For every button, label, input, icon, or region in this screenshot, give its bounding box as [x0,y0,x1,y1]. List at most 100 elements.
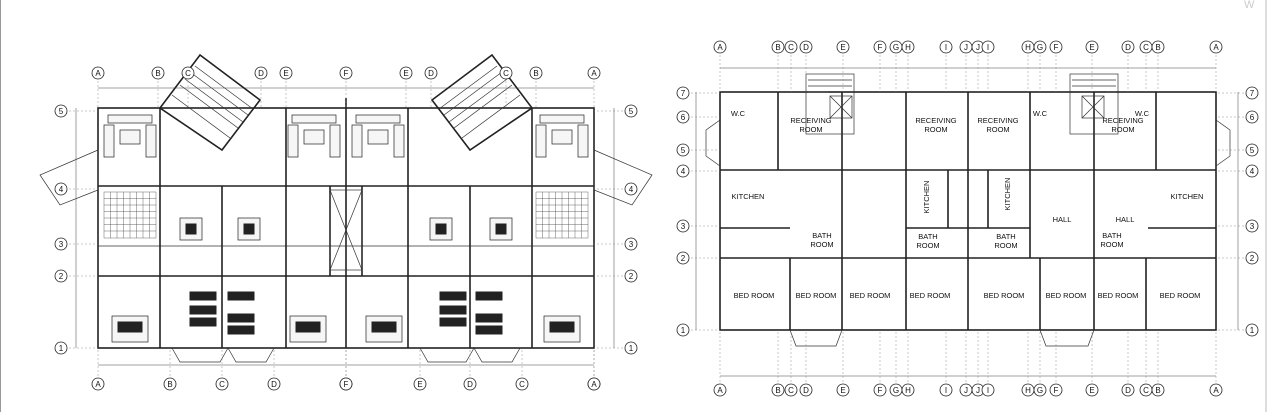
grid-bubble-top-2-label: B [775,43,780,52]
grid-bubble-top-10-label: B [533,69,538,78]
grid-bubble-right-row-2-label: 2 [629,272,634,281]
grid-bubble-bottom-3 [215,377,229,391]
grid-bubble-top-15-label: F [1054,43,1059,52]
grid-bubble-top-2 [771,40,785,54]
grid-bubble-right-row-6-label: 6 [1250,113,1255,122]
grid-bubble-bottom-13-label: H [1025,386,1031,395]
grid-bubble-right-row-1-label: 1 [1250,326,1255,335]
grid-bubble-bottom-11 [587,377,601,391]
grid-bubble-top-11 [587,66,601,80]
grid-bubble-bottom-2-label: B [775,386,780,395]
grid-bubble-bottom-6-label: F [878,386,883,395]
right-stair-wing [430,53,534,152]
grid-bubble-top-19-label: B [1155,43,1160,52]
room-wc-left: W.C [731,109,746,118]
grid-bubble-bottom-9-label: C [519,380,525,389]
grid-bubble-right-row-2 [1245,251,1259,265]
grid-bubble-top-10-label: J [964,43,968,52]
grid-bubble-bottom-10-label: J [964,386,968,395]
grid-bubble-bottom-16 [1085,383,1099,397]
grid-bubble-top-17-label: D [1125,43,1131,52]
room-kitchen-right: KITCHEN [1171,192,1204,201]
room-wc-mid: W.C [1033,109,1048,118]
grid-bubble-bottom-17-label: D [1125,386,1131,395]
grid-bubble-left-row-3 [54,237,68,251]
room-hall-2: HALL [1116,215,1135,224]
grid-bubble-left-row-1 [676,323,690,337]
grid-bubble-bottom-7-label: E [417,380,422,389]
wardrobes [189,291,503,335]
grid-bubble-bottom-8-label: D [467,380,473,389]
grid-bubble-right-row-3-label: 3 [629,240,634,249]
grid-bubble-top-6 [873,40,887,54]
grid-bubble-bottom-2-label: B [167,380,172,389]
grid-bubble-left-row-4 [676,164,690,178]
grid-bubble-bottom-1-label: A [95,380,101,389]
bay-bottom-1 [789,329,843,347]
grid-bubble-bottom-6-label: F [344,380,349,389]
grid-bubble-left-row-2 [676,251,690,265]
grid-bubble-left-row-1-label: 1 [681,326,686,335]
grid-bubble-left-row-3 [676,219,690,233]
room-hall-1: HALL [1053,215,1072,224]
grid-bubble-top-5-label: E [840,43,845,52]
room-bed-4: BED ROOM [910,291,951,300]
grid-bubble-top-15 [1049,40,1063,54]
grid-bubble-right-row-4-label: 4 [1250,167,1255,176]
grid-bubble-bottom-1 [713,383,727,397]
grid-bubble-bottom-6 [339,377,353,391]
grid-bubble-bottom-17 [1121,383,1135,397]
grid-bubble-bottom-11-label: J [976,386,980,395]
grid-bubble-bottom-7-label: G [893,386,899,395]
grid-bubble-top-20-label: A [1213,43,1219,52]
room-bed-1: BED ROOM [734,291,775,300]
grid-bubble-top-16-label: E [1089,43,1094,52]
grid-bubble-left-row-4-label: 4 [681,167,686,176]
balcony-1 [171,347,229,363]
grid-bubble-top-3-label: C [788,43,794,52]
grid-bubble-top-2-label: B [155,69,160,78]
grid-bubble-left-row-6 [676,110,690,124]
balcony-4 [473,347,521,363]
grid-bubble-top-11-label: A [591,69,597,78]
grid-bubble-bottom-2 [771,383,785,397]
room-bed-3: BED ROOM [850,291,891,300]
sofa-set-2 [287,114,341,158]
grid-bubble-top-7-label: G [893,43,899,52]
grid-bubble-bottom-6 [873,383,887,397]
lift-shaft [329,189,363,271]
grid-bubble-bottom-3-label: C [788,386,794,395]
grid-bubble-top-4 [799,40,813,54]
bay-right-1 [1215,119,1231,167]
grid-bubble-left-row-2-label: 2 [681,254,686,263]
grid-bubble-top-5-label: E [283,69,288,78]
grid-bubble-right-row-3 [624,237,638,251]
grid-bubble-top-9 [939,40,953,54]
grid-bubble-top-13-label: H [1025,43,1031,52]
grid-bubble-bottom-1 [91,377,105,391]
grid-bubble-top-8 [901,40,915,54]
room-wc-right: W.C [1135,109,1150,118]
grid-bubble-bottom-20-label: A [1213,386,1219,395]
grid-bubble-bottom-19-label: B [1155,386,1160,395]
grid-bubble-top-3 [784,40,798,54]
balcony-3 [419,347,475,363]
grid-bubble-top-8 [424,66,438,80]
grid-bubble-left-row-7-label: 7 [681,89,686,98]
grid-bubble-bottom-14-label: G [1037,386,1043,395]
grid-bubble-top-11-label: J [976,43,980,52]
grid-bubble-top-14 [1033,40,1047,54]
grid-bubble-left-row-5 [54,104,68,118]
grid-bubble-top-7 [399,66,413,80]
grid-bubble-left-row-4 [54,182,68,196]
grid-bubble-bottom-8-label: H [905,386,911,395]
grid-bubble-top-12 [981,40,995,54]
